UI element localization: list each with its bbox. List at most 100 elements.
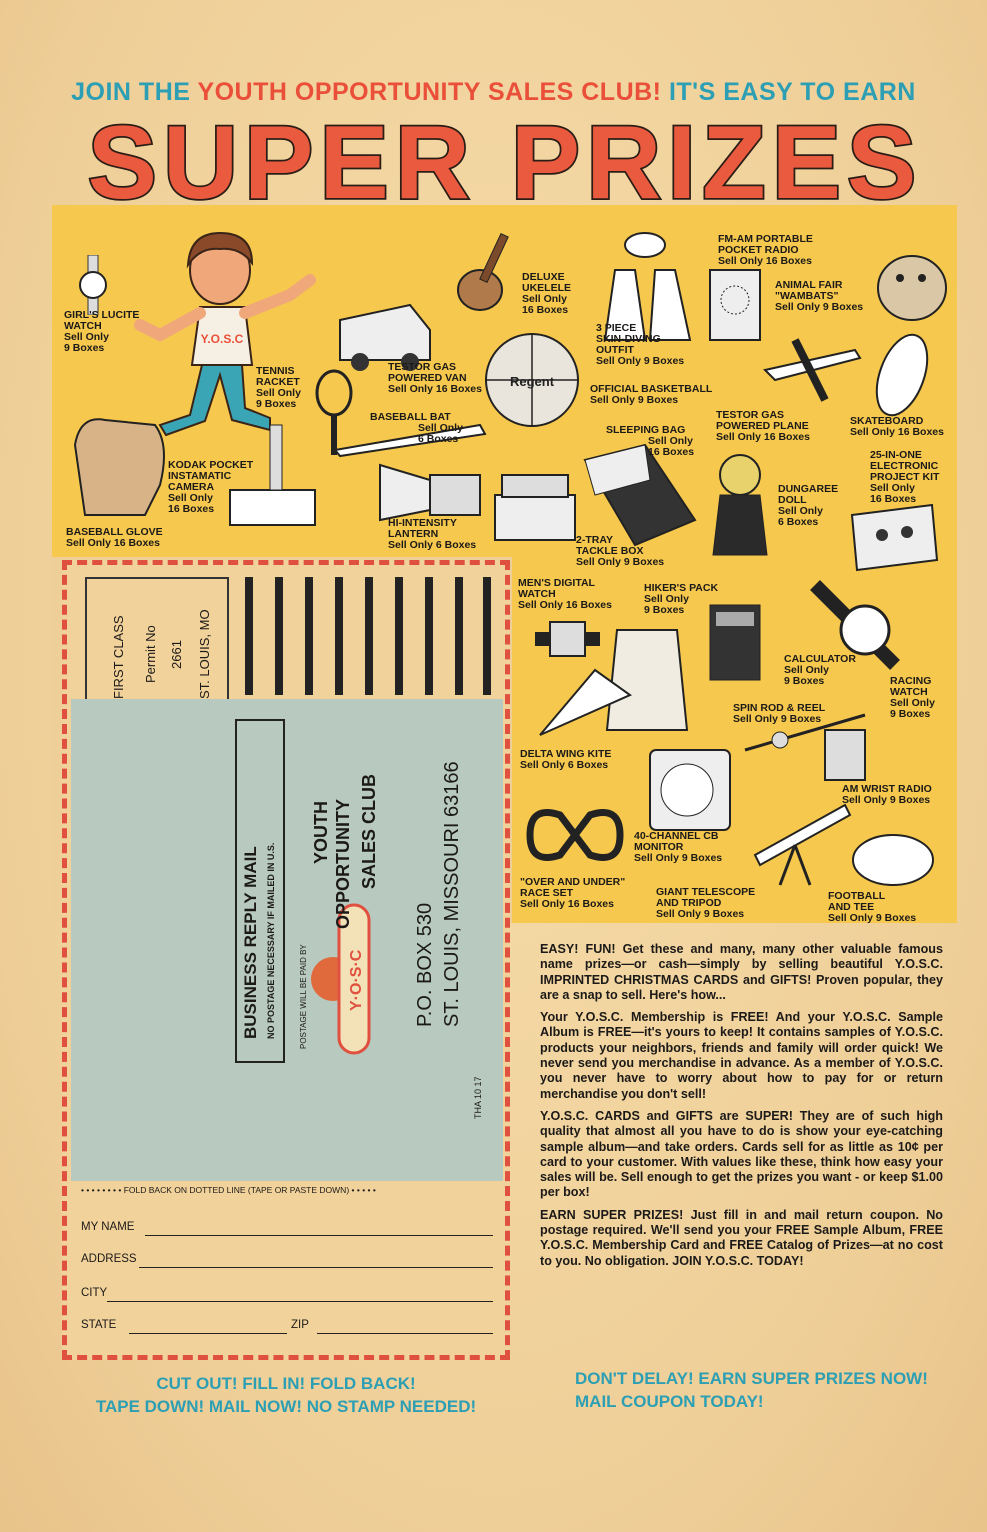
zip-label: ZIP	[291, 1319, 309, 1331]
calculator-icon	[709, 604, 761, 681]
permit-number: 2661	[169, 640, 184, 669]
mascot-illustration: Y.O.S.C	[134, 231, 316, 437]
yosc-logo: Y·O·S·C	[311, 903, 371, 1055]
permit-city: ST. LOUIS, MO	[197, 609, 212, 699]
wrist-radio-icon	[824, 729, 866, 781]
super-prizes-text: SUPER PRIZES	[88, 112, 923, 212]
watch-icon	[79, 255, 107, 315]
mail-code: THA 10 17	[473, 1076, 483, 1119]
camera-icon	[229, 424, 316, 526]
wambat-icon	[877, 255, 947, 321]
race-set-icon	[526, 809, 624, 861]
mail-coupon: FIRST CLASS Permit No 2661 ST. LOUIS, MO…	[62, 560, 510, 1360]
address-field[interactable]	[139, 1267, 493, 1268]
state-label: STATE	[81, 1319, 117, 1331]
address-label: ADDRESS	[81, 1253, 137, 1265]
permit-label: Permit No	[143, 625, 158, 683]
basketball-icon: Regent	[485, 333, 579, 427]
doll-icon	[712, 454, 768, 556]
telescope-icon	[753, 803, 852, 886]
glove-icon	[73, 418, 165, 516]
yosc-logo-text: Y·O·S·C	[348, 949, 365, 1011]
instructions-line-2: TAPE DOWN! MAIL NOW! NO STAMP NEEDED!	[95, 1397, 477, 1416]
prize-6: ANIMAL FAIR "WAMBATS"Sell Only 9 Boxes	[775, 279, 864, 313]
club-name-1: YOUTH	[311, 801, 331, 864]
racket-icon	[315, 369, 353, 455]
po-box: P.O. BOX 530	[414, 902, 436, 1027]
digital-watch-icon	[535, 621, 600, 657]
mascot-badge: Y.O.S.C	[201, 332, 244, 346]
no-postage-note: NO POSTAGE NECESSARY IF MAILED IN U.S.	[266, 842, 276, 1039]
racing-watch-icon	[810, 580, 900, 670]
club-name-2: OPPORTUNITY	[333, 798, 353, 929]
football-icon	[852, 834, 934, 886]
instructions-line-1: CUT OUT! FILL IN! FOLD BACK!	[156, 1374, 416, 1393]
city-label: CITY	[81, 1287, 108, 1299]
barcode-bars	[245, 577, 491, 695]
copy-paragraph-3: Y.O.S.C. CARDS and GIFTS are SUPER! They…	[540, 1108, 943, 1200]
headline-club: YOUTH OPPORTUNITY SALES CLUB!	[197, 78, 662, 106]
headline: JOIN THE YOUTH OPPORTUNITY SALES CLUB! I…	[0, 78, 987, 107]
plane-icon	[763, 338, 862, 402]
skateboard-icon	[875, 333, 929, 417]
name-field[interactable]	[145, 1235, 493, 1236]
lantern-icon	[379, 463, 481, 522]
sleeping-bag-icon	[583, 443, 697, 547]
state-field[interactable]	[129, 1333, 287, 1334]
cta-line-2: MAIL COUPON TODAY!	[575, 1392, 764, 1411]
copy-paragraph-2: Your Y.O.S.C. Membership is FREE! And yo…	[540, 1010, 943, 1101]
bat-icon	[333, 423, 487, 458]
fold-dots-left: • • • • • • • •	[81, 1185, 122, 1195]
ukulele-icon	[457, 232, 509, 311]
cb-monitor-icon	[649, 749, 731, 831]
copy-paragraph-1: EASY! FUN! Get these and many, many othe…	[540, 942, 943, 1002]
reply-mail-box	[235, 719, 285, 1063]
zip-field[interactable]	[317, 1333, 493, 1334]
project-kit-icon	[850, 503, 939, 572]
fold-instruction: • • • • • • • • FOLD BACK ON DOTTED LINE…	[81, 1185, 491, 1195]
super-prizes-title: SUPER PRIZES	[86, 112, 923, 212]
coupon-instructions: CUT OUT! FILL IN! FOLD BACK! TAPE DOWN! …	[62, 1372, 510, 1418]
city-field[interactable]	[107, 1301, 493, 1302]
first-class-label: FIRST CLASS	[111, 615, 126, 699]
mail-address: ST. LOUIS, MISSOURI 63166	[441, 761, 463, 1027]
copy-paragraph-4: EARN SUPER PRIZES! Just fill in and mail…	[540, 1207, 943, 1268]
business-reply-title: BUSINESS REPLY MAIL	[241, 846, 260, 1039]
body-copy: EASY! FUN! Get these and many, many othe…	[540, 942, 943, 1276]
fold-dots-right: • • • • •	[351, 1185, 376, 1195]
fold-text: FOLD BACK ON DOTTED LINE (TAPE OR PASTE …	[123, 1185, 350, 1195]
van-icon	[339, 303, 431, 371]
radio-icon	[709, 269, 761, 341]
name-label: MY NAME	[81, 1221, 135, 1233]
headline-join: JOIN THE	[71, 78, 191, 106]
club-name-3: SALES CLUB	[359, 773, 379, 889]
postage-paid-by: POSTAGE WILL BE PAID BY	[299, 944, 308, 1049]
svg-text:Regent: Regent	[510, 374, 555, 389]
